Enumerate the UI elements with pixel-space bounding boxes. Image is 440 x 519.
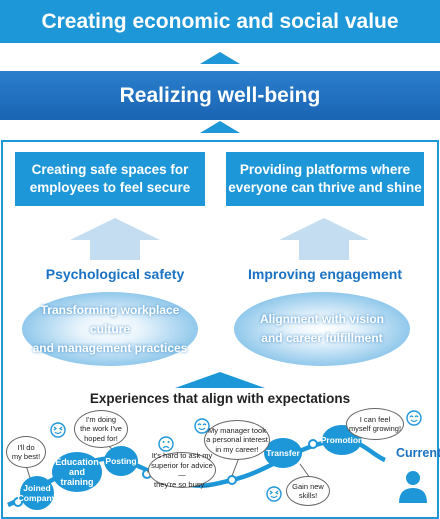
milestone-joined: Joined Company	[17, 476, 57, 510]
up-arrow-icon	[200, 52, 240, 64]
culture-line2: and management practices	[32, 340, 188, 355]
bubble-gain-skills: Gain new skills!	[286, 476, 330, 506]
feel-growing-line2: myself growing!	[348, 424, 402, 433]
hard-to-ask-line2: superior for advice—	[151, 460, 213, 480]
vision-line1: Alignment with vision	[259, 312, 384, 326]
feel-growing-line1: I can feel	[359, 414, 391, 424]
hard-to-ask-line1: It's hard to ask my	[151, 451, 213, 460]
milestone-posting: Posting	[104, 446, 138, 476]
hard-to-ask-line3: they're so busy...	[154, 479, 210, 489]
grin-face-icon	[50, 422, 66, 438]
gain-skills-line1: Gain new	[292, 481, 324, 491]
bubble-hard-to-ask: It's hard to ask my superior for advice—…	[148, 451, 216, 489]
psychological-safety-heading: Psychological safety	[45, 266, 185, 282]
grin-face-icon	[266, 486, 282, 502]
platforms-line2: everyone can thrive and shine	[228, 180, 422, 195]
safe-spaces-box: Creating safe spaces for employees to fe…	[15, 152, 205, 206]
experience-arrow-icon	[175, 372, 265, 388]
manager-interest-line2: a personal interest	[206, 435, 268, 445]
engagement-heading: Improving engagement	[247, 266, 403, 282]
block-arrow-left-icon	[70, 218, 160, 260]
top-banner: Creating economic and social value	[0, 0, 440, 43]
person-icon	[399, 471, 427, 503]
wellbeing-banner: Realizing well-being	[0, 71, 440, 120]
ill-do-line1: I'll do	[17, 442, 35, 452]
happy-face-icon	[194, 418, 210, 434]
joined-line2: Company	[17, 493, 57, 503]
block-arrow-right-icon	[279, 218, 369, 260]
bubble-manager-interest: My manager took a personal interest in m…	[204, 420, 270, 460]
milestone-education: Education and training	[52, 452, 102, 492]
manager-interest-line3: in my career!	[215, 444, 259, 454]
bubble-doing-work: I'm doing the work I've hoped for!	[74, 410, 128, 448]
top-banner-title: Creating economic and social value	[41, 9, 399, 33]
vision-ellipse: Alignment with vision and career fulfill…	[234, 292, 410, 366]
ill-do-line2: my best!	[11, 452, 41, 461]
education-line1: Education	[55, 457, 99, 467]
path-node	[308, 439, 318, 449]
bubble-ill-do: I'll do my best!	[6, 436, 46, 468]
safe-spaces-line1: Creating safe spaces for	[31, 162, 189, 177]
culture-line1: Transforming workplace culture	[40, 302, 180, 336]
sad-face-icon	[158, 436, 174, 452]
platforms-line1: Providing platforms where	[239, 162, 411, 177]
manager-interest-line1: My manager took	[208, 425, 266, 435]
bubble-feel-growing: I can feel myself growing!	[346, 408, 404, 440]
education-line2: and training	[60, 467, 94, 487]
milestone-transfer: Transfer	[264, 438, 302, 468]
doing-work-line1: I'm doing	[85, 414, 117, 424]
experiences-title: Experiences that align with expectations	[89, 391, 351, 406]
doing-work-line3: hoped for!	[84, 433, 118, 443]
current-label: Current	[396, 446, 440, 460]
joined-line1: Joined	[23, 483, 51, 493]
bubble-tail	[299, 463, 311, 479]
gain-skills-line2: skills!	[298, 491, 318, 500]
doing-work-line2: the work I've	[80, 424, 122, 434]
safe-spaces-line2: employees to feel secure	[29, 180, 191, 195]
wellbeing-title: Realizing well-being	[119, 83, 321, 107]
up-arrow-icon	[200, 121, 240, 133]
path-node	[227, 475, 237, 485]
platforms-box: Providing platforms where everyone can t…	[226, 152, 424, 206]
vision-line2: and career fulfillment	[261, 331, 383, 345]
happy-face-icon	[406, 410, 422, 426]
culture-ellipse: Transforming workplace culture and manag…	[22, 292, 198, 366]
